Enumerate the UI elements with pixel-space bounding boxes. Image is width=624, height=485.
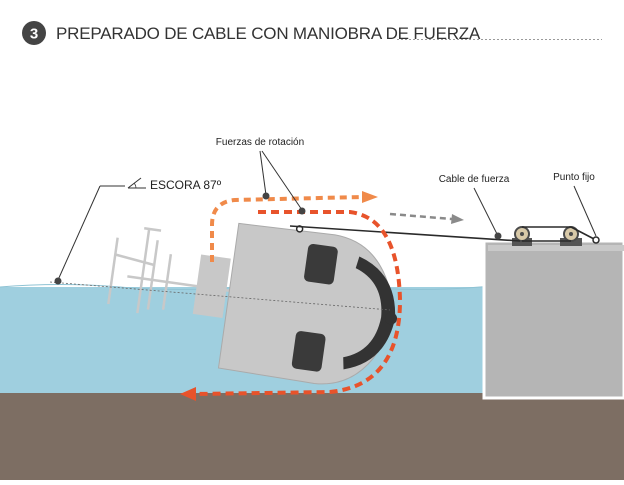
leader-dot-1 bbox=[262, 192, 270, 200]
dock bbox=[482, 239, 624, 400]
fixed-point-label-group: Punto fijo bbox=[553, 172, 597, 237]
rotation-forces-label: Fuerzas de rotación bbox=[216, 137, 304, 148]
power-cable-label: Cable de fuerza bbox=[439, 174, 510, 185]
boat-centreline bbox=[49, 281, 391, 311]
fixed-point-anchor bbox=[592, 236, 600, 244]
power-cable-label-group: Cable de fuerza bbox=[439, 174, 510, 240]
leader-dot-cable bbox=[494, 232, 502, 240]
leader-line-1 bbox=[259, 150, 267, 196]
leader-dot-2 bbox=[298, 207, 306, 215]
rotation-force-arrows bbox=[180, 191, 403, 401]
boat-outriggers bbox=[107, 227, 230, 314]
heel-angle-label-group: ESCORA 87º bbox=[54, 177, 222, 285]
upper-force-arrow bbox=[210, 195, 363, 262]
winch-assembly bbox=[512, 226, 600, 246]
pull-direction-arrow bbox=[389, 212, 464, 224]
leader-line-2 bbox=[261, 150, 303, 211]
boat-window-bottom bbox=[291, 331, 326, 372]
lower-force-arrow bbox=[194, 210, 403, 396]
leader-line-heel bbox=[57, 185, 101, 281]
page-title: PREPARADO DE CABLE CON MANIOBRA DE FUERZ… bbox=[56, 24, 481, 43]
leader-line-fixed bbox=[573, 185, 597, 237]
boat-stern-block bbox=[192, 254, 231, 319]
boat-window-top bbox=[304, 243, 338, 285]
rotation-forces-label-group: Fuerzas de rotación bbox=[216, 137, 306, 215]
power-cable-line bbox=[289, 225, 521, 242]
fixed-point-label: Punto fijo bbox=[553, 172, 595, 183]
angle-icon bbox=[127, 177, 146, 189]
step-badge bbox=[22, 21, 46, 45]
capsized-boat bbox=[107, 222, 398, 385]
step-header: 3 PREPARADO DE CABLE CON MANIOBRA DE FUE… bbox=[22, 21, 602, 45]
leader-dot-heel bbox=[54, 277, 62, 285]
leader-line-cable bbox=[473, 187, 499, 237]
bow-fender bbox=[343, 256, 396, 370]
seabed bbox=[0, 393, 624, 480]
heel-angle-label: ESCORA 87º bbox=[150, 178, 222, 192]
step-number: 3 bbox=[30, 26, 38, 43]
